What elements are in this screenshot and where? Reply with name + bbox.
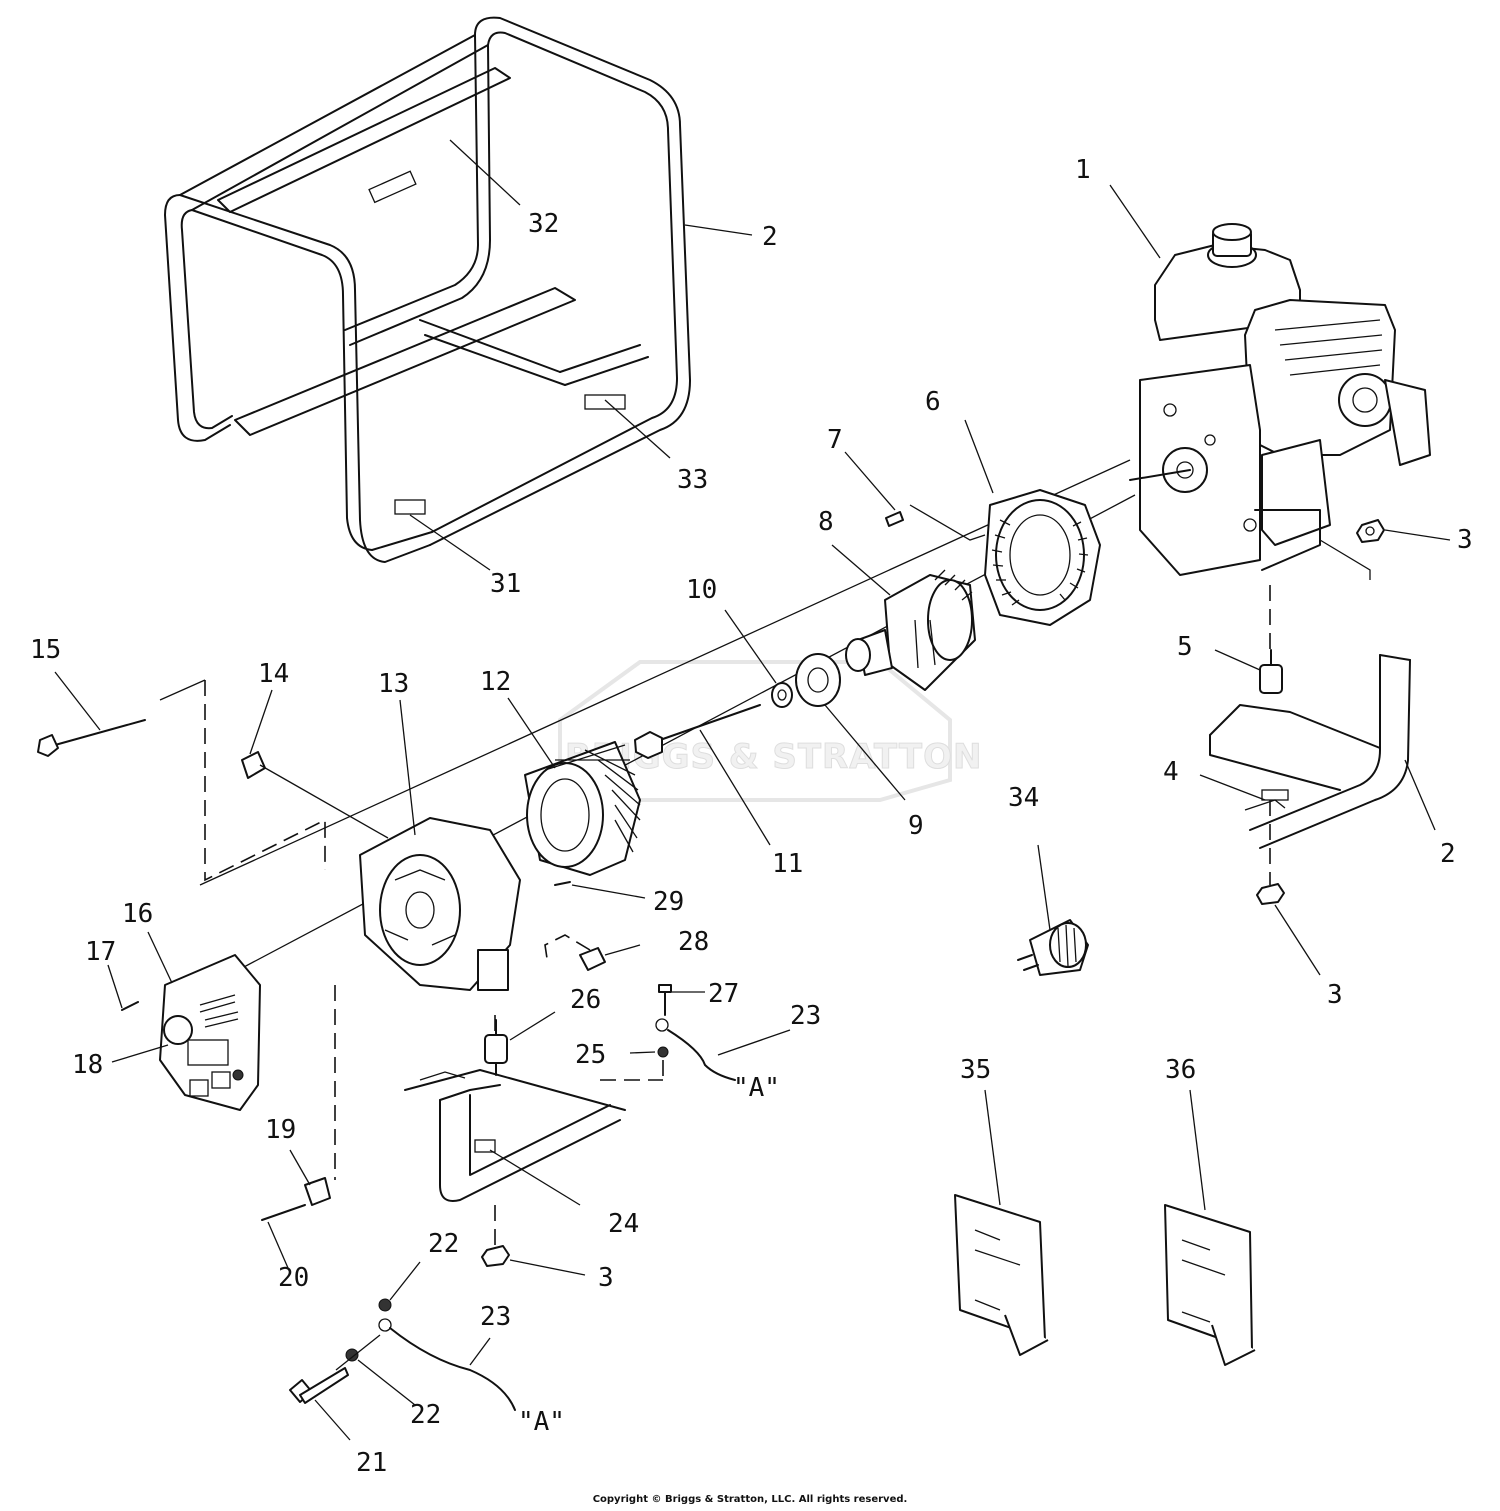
label-7: 7 — [827, 425, 843, 455]
flange-nut-right — [1256, 883, 1321, 976]
label-26: 26 — [570, 985, 601, 1015]
pin-29 — [554, 881, 646, 899]
lock-washers-22 — [335, 1261, 421, 1406]
label-23a: 23 — [790, 1001, 821, 1031]
part-labels: 1 2 2 3 3 3 4 5 6 7 8 9 10 11 12 13 14 1… — [30, 155, 1473, 1478]
label-35: 35 — [960, 1055, 991, 1085]
label-29: 29 — [653, 887, 684, 917]
flange-nut-front — [481, 1205, 586, 1276]
vibration-isolator-rear — [1214, 649, 1283, 694]
label-14: 14 — [258, 659, 289, 689]
label-36: 36 — [1165, 1055, 1196, 1085]
label-25: 25 — [575, 1040, 606, 1070]
label-3a: 3 — [1457, 525, 1473, 555]
adapter-housing — [964, 419, 1101, 626]
label-32: 32 — [528, 209, 559, 239]
label-18: 18 — [72, 1050, 103, 1080]
tube-frame — [164, 16, 753, 571]
end-bell-housing — [359, 699, 521, 991]
label-8: 8 — [818, 507, 834, 537]
screw-7 — [844, 451, 904, 527]
label-24: 24 — [608, 1209, 639, 1239]
owners-manual — [954, 1089, 1049, 1356]
label-27: 27 — [708, 979, 739, 1009]
label-21: 21 — [356, 1448, 387, 1478]
engine — [1109, 184, 1431, 576]
copyright-notice: Copyright © Briggs & Stratton, LLC. All … — [592, 1494, 908, 1505]
label-22a: 22 — [428, 1229, 459, 1259]
label-2a: 2 — [762, 222, 778, 252]
label-6: 6 — [925, 387, 941, 417]
washer-25 — [600, 1046, 669, 1081]
label-34: 34 — [1008, 783, 1039, 813]
label-17: 17 — [85, 937, 116, 967]
twist-lock-plug — [1017, 844, 1089, 976]
label-3c: 3 — [598, 1263, 614, 1293]
base-rail-right — [1199, 654, 1436, 849]
label-10: 10 — [686, 575, 717, 605]
wing-bolt — [289, 1367, 351, 1441]
vibration-isolator-front — [484, 1011, 556, 1076]
wire-ref-a-lower: "A" — [518, 1407, 565, 1437]
long-bolt — [37, 671, 146, 757]
cap-14 — [241, 689, 389, 839]
label-9: 9 — [908, 811, 924, 841]
label-13: 13 — [378, 669, 409, 699]
label-11: 11 — [772, 849, 803, 879]
washer-10 — [724, 609, 793, 708]
screw-17 — [107, 964, 139, 1011]
label-33: 33 — [677, 465, 708, 495]
label-15: 15 — [30, 635, 61, 665]
lower-frame-rail — [404, 1069, 626, 1206]
control-panel — [111, 931, 261, 1111]
bearing — [795, 653, 906, 801]
stator — [507, 697, 641, 876]
label-3b: 3 — [1327, 980, 1343, 1010]
wire-ref-a-upper: "A" — [733, 1073, 780, 1103]
label-31: 31 — [490, 569, 521, 599]
label-19: 19 — [265, 1115, 296, 1145]
label-16: 16 — [122, 899, 153, 929]
label-28: 28 — [678, 927, 709, 957]
label-1: 1 — [1075, 155, 1091, 185]
cap-28 — [544, 934, 641, 971]
label-23b: 23 — [480, 1302, 511, 1332]
rotor — [831, 544, 976, 691]
ground-wire-lower — [378, 1318, 516, 1411]
label-2b: 2 — [1440, 839, 1456, 869]
bracket-19 — [261, 1149, 331, 1269]
label-22b: 22 — [410, 1400, 441, 1430]
through-bolt — [634, 704, 771, 846]
label-12: 12 — [480, 667, 511, 697]
label-4: 4 — [1163, 757, 1179, 787]
label-5: 5 — [1177, 632, 1193, 662]
screw-27 — [658, 984, 705, 1016]
label-20: 20 — [278, 1263, 309, 1293]
flange-nut-upper — [1356, 519, 1451, 543]
ground-wire-upper — [655, 1018, 791, 1081]
parts-manual — [1164, 1089, 1256, 1366]
